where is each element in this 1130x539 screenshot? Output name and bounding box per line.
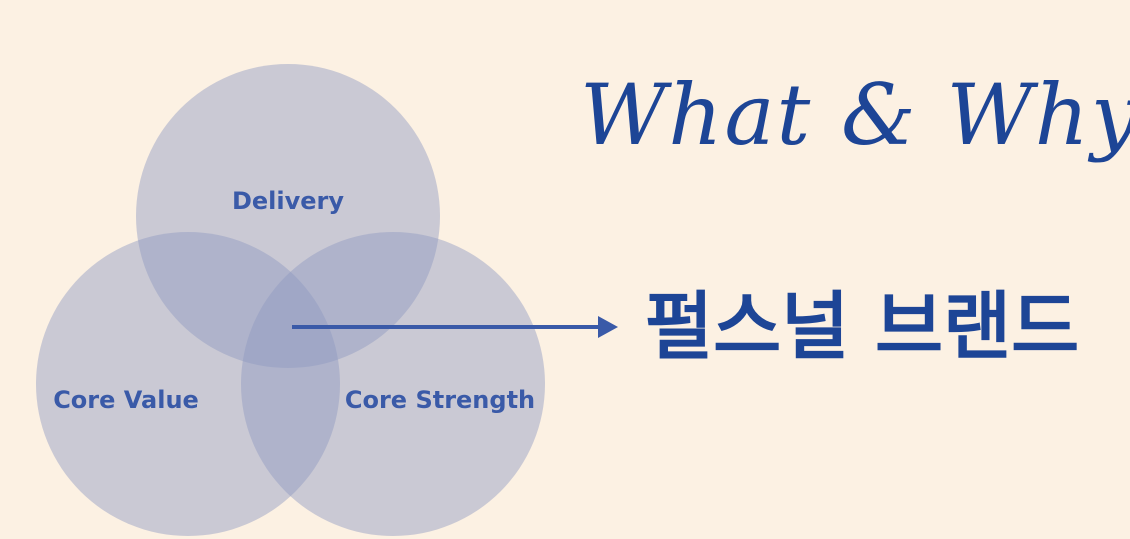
delivery-label: Delivery bbox=[231, 187, 345, 215]
core-strength-label: Core Strength bbox=[344, 386, 536, 414]
core-value-label: Core Value bbox=[53, 386, 199, 414]
core-value-circle bbox=[36, 232, 340, 536]
arrow-head bbox=[598, 316, 618, 338]
delivery-circle bbox=[136, 64, 440, 368]
what-and-why-heading: What & Why bbox=[580, 66, 1130, 164]
core-strength-circle bbox=[241, 232, 545, 536]
personal-brand-label: 펄스널 브랜드 bbox=[645, 284, 1080, 370]
